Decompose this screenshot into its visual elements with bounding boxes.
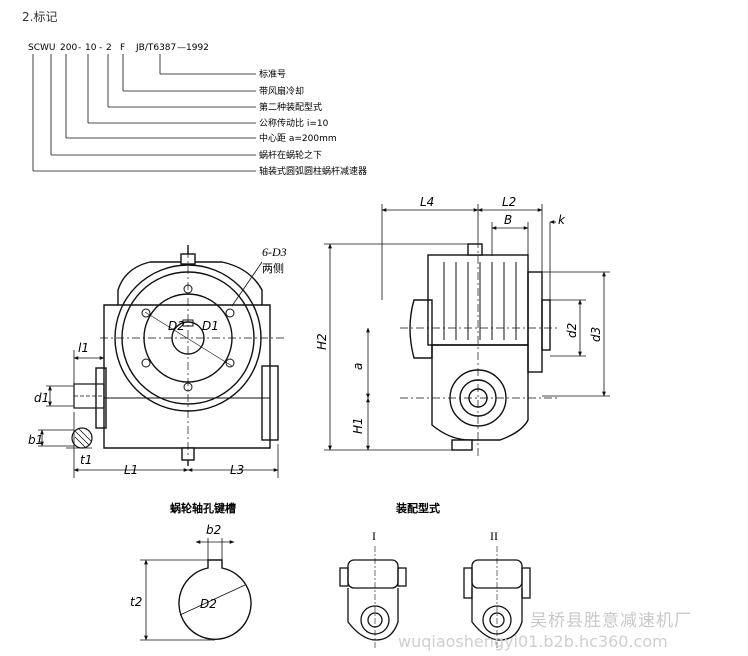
holes-note: 两侧 — [262, 262, 284, 275]
dim-d1: d1 — [34, 391, 49, 405]
assembly-type-2: II — [490, 529, 498, 543]
code-sep2: - — [99, 43, 102, 53]
dim-L2: L2 — [502, 195, 516, 209]
front-view-labels: L1 L3 l1 d1 b1 t1 D2 D1 — [28, 319, 244, 477]
watermark-company: 吴桥县胜意减速机厂 — [530, 611, 692, 631]
keyway-detail — [140, 538, 252, 641]
legend-item: 公称传动比 i=10 — [259, 117, 329, 129]
code-legend: 标准号 带风扇冷却 第二种装配型式 公称传动比 i=10 中心距 a=200mm… — [259, 68, 367, 177]
code-center: 200 — [60, 43, 77, 53]
watermark-url: wuqiaoshengyi01.b2b.hc360.com — [398, 632, 668, 651]
assembly-figure-1 — [339, 546, 407, 650]
keyway-title: 蜗轮轴孔键槽 — [170, 501, 236, 515]
dim-L1: L1 — [124, 463, 138, 477]
dim-k: k — [558, 213, 566, 227]
dim-t1: t1 — [80, 453, 92, 467]
front-view-dims — [38, 261, 279, 478]
code-sep1: - — [78, 43, 81, 53]
dim-d2: d2 — [565, 323, 579, 338]
dim-B: B — [504, 213, 512, 227]
code-standard: JB/T6387 — [135, 43, 176, 53]
code-leaders — [32, 54, 256, 172]
dim-D2: D2 — [168, 319, 185, 333]
legend-item: 中心距 a=200mm — [259, 132, 337, 144]
legend-item: 带风扇冷却 — [259, 85, 304, 97]
side-view-dims — [324, 204, 610, 451]
front-view — [71, 245, 285, 466]
dim-t2: t2 — [130, 595, 142, 609]
dim-H1: H1 — [351, 417, 365, 434]
holes-label: 6-D3 — [262, 245, 287, 259]
keyway-labels: b2 t2 D2 — [130, 523, 221, 611]
dim-d3: d3 — [589, 327, 603, 342]
code-fan: F — [120, 43, 125, 53]
dim-b2: b2 — [206, 523, 221, 537]
assembly-figure-2 — [463, 546, 531, 650]
code-year: —1992 — [177, 43, 209, 53]
side-view-labels: L4 L2 B k H2 H1 a d2 d3 — [315, 195, 603, 434]
legend-item: 标准号 — [259, 68, 286, 80]
assembly-title: 装配型式 — [395, 501, 440, 515]
legend-item: 蜗杆在蜗轮之下 — [259, 149, 322, 161]
dim-b1: b1 — [28, 433, 43, 447]
dim-l1: l1 — [78, 341, 89, 355]
dim-L3: L3 — [230, 463, 244, 477]
dim-D1: D1 — [202, 319, 219, 333]
code-assembly: 2 — [106, 43, 112, 53]
assembly-type-1: I — [372, 529, 376, 543]
dim-L4: L4 — [420, 195, 434, 209]
dim-a: a — [351, 363, 365, 370]
code-ratio: 10 — [85, 43, 97, 53]
dim-keyway-D2: D2 — [200, 597, 217, 611]
dim-H2: H2 — [315, 333, 329, 350]
legend-item: 轴装式圆弧圆柱蜗杆减速器 — [259, 165, 367, 177]
section-heading: 2.标记 — [22, 10, 58, 24]
code-series: SCWU — [28, 43, 55, 53]
side-view — [400, 240, 560, 458]
model-code: SCWU 200 - 10 - 2 F JB/T6387 —1992 — [28, 43, 209, 53]
legend-item: 第二种装配型式 — [259, 101, 322, 113]
